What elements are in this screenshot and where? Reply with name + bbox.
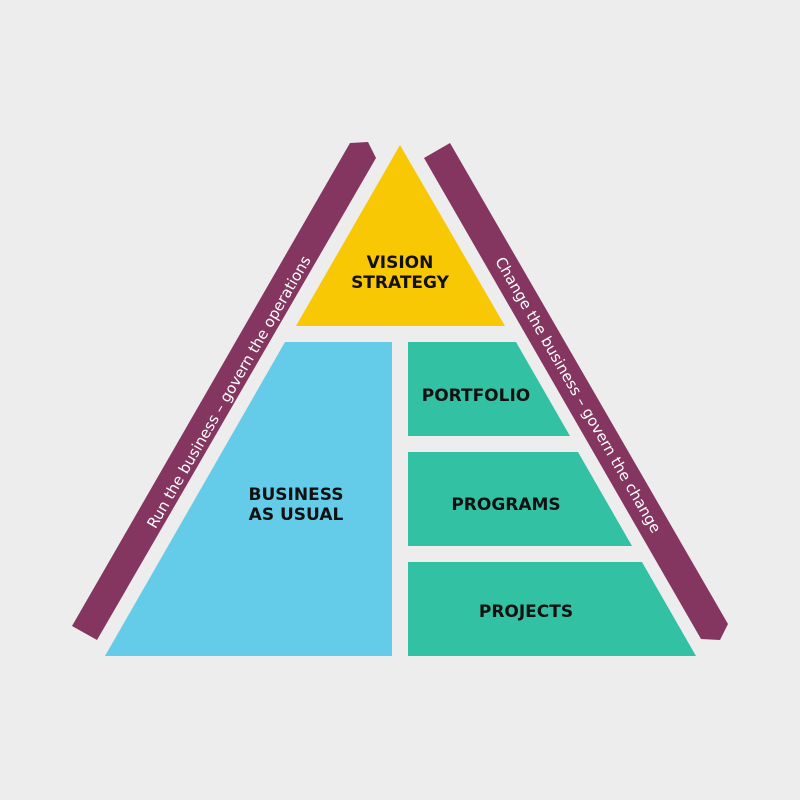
business-as-usual-section [105, 342, 392, 656]
vision-strategy-section [296, 145, 505, 326]
programs-label: PROGRAMS [451, 495, 560, 515]
portfolio-section [408, 342, 570, 436]
portfolio-label: PORTFOLIO [422, 386, 531, 406]
programs-section [408, 452, 632, 546]
projects-label: PROJECTS [479, 602, 573, 622]
projects-section [408, 562, 696, 656]
right-band [424, 143, 728, 640]
bau-label-line2: AS USUAL [249, 505, 344, 525]
strategy-label: STRATEGY [351, 273, 450, 293]
bau-label-line1: BUSINESS [249, 485, 344, 505]
vision-label: VISION [367, 253, 434, 273]
left-band [72, 142, 376, 640]
